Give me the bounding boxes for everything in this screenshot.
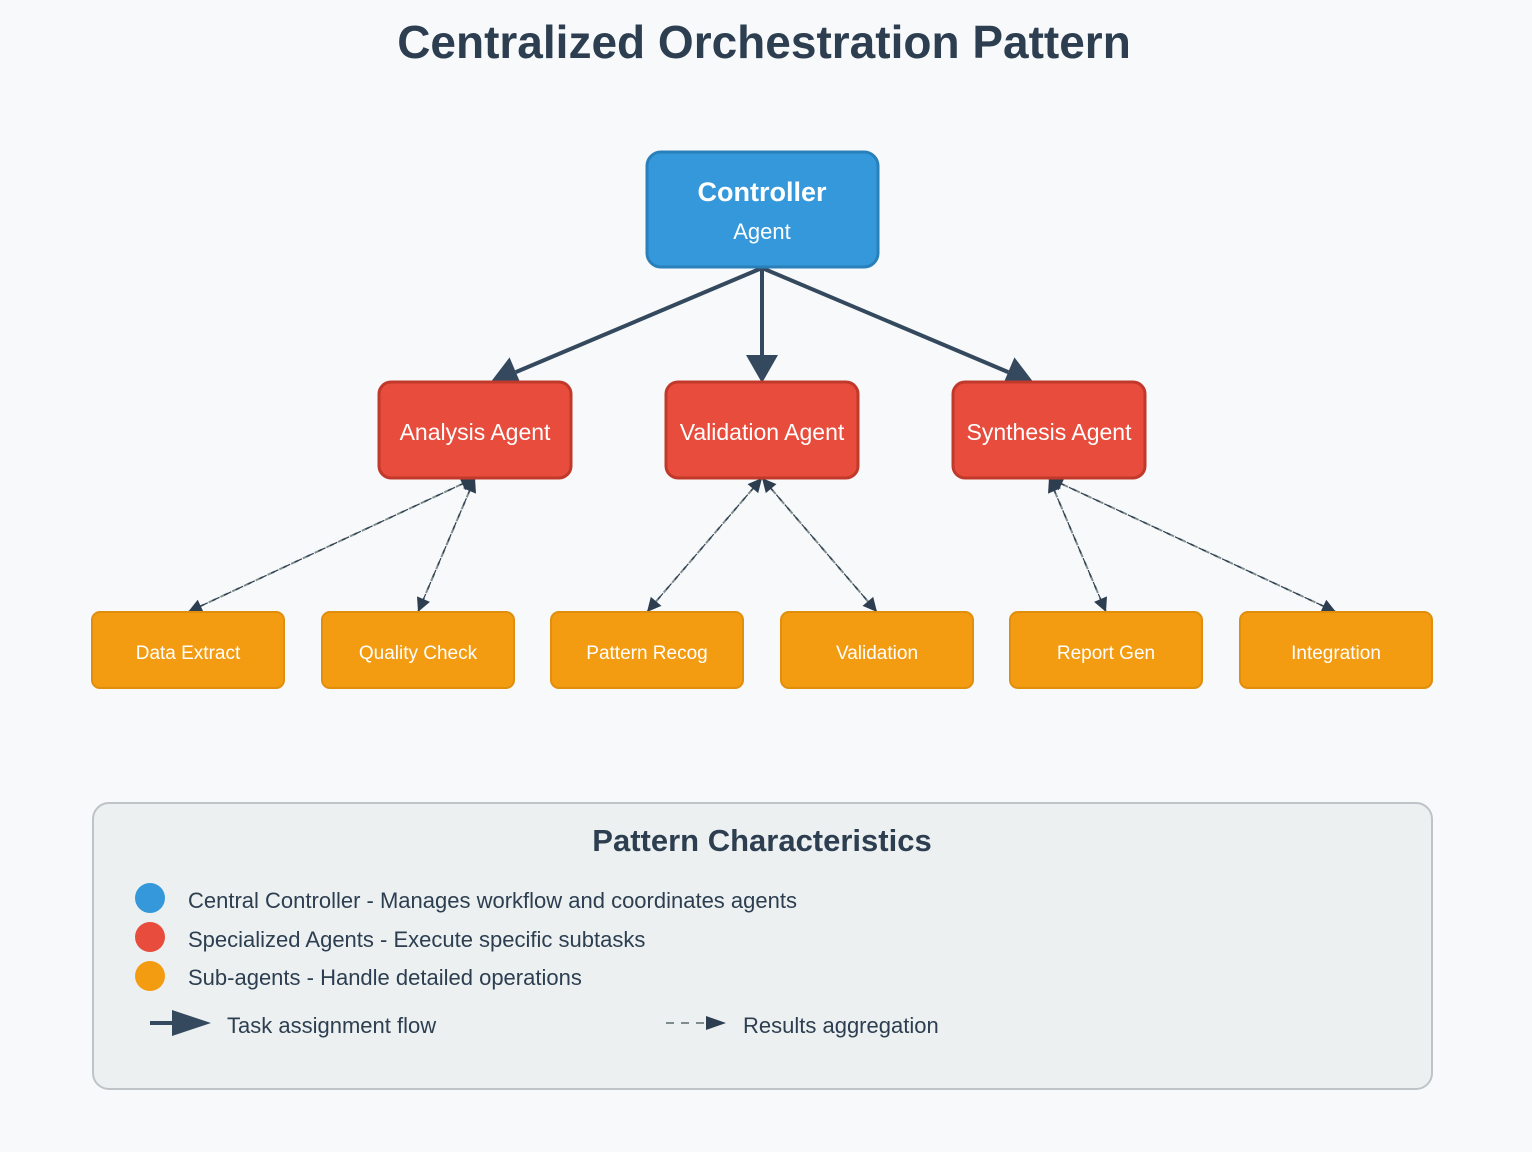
agent-box: [664, 380, 860, 480]
legend-title: Pattern Characteristics: [592, 823, 931, 858]
result-arrow-head-down: [862, 596, 877, 612]
result-arrow-line-overlay: [646, 477, 763, 613]
legend-dot-subagents: [135, 961, 165, 991]
legend-solid-arrow-label: Task assignment flow: [227, 1013, 436, 1038]
controller-subtitle: Agent: [733, 219, 791, 244]
result-arrow-head-up: [1049, 477, 1065, 491]
result-arrow-line: [1048, 477, 1107, 613]
subagent-box: [91, 611, 285, 689]
task-arrow-head: [746, 355, 778, 383]
task-arrow-head: [490, 357, 523, 387]
subagent-node-data-extract[interactable]: Data Extract: [91, 611, 285, 689]
result-arrow-head-up: [762, 478, 777, 494]
agent-label: Synthesis Agent: [967, 419, 1133, 445]
subagent-node-pattern-recog[interactable]: Pattern Recog: [550, 611, 744, 689]
result-arrow-head-down: [417, 596, 430, 612]
result-arrow-line-overlay: [1048, 477, 1107, 613]
agent-label: Validation Agent: [680, 419, 845, 445]
subagent-label: Integration: [1291, 643, 1381, 664]
legend-item-subagents: Sub-agents - Handle detailed operations: [188, 965, 582, 990]
subagent-box: [1239, 611, 1433, 689]
result-arrow-head-up: [459, 477, 475, 491]
subagent-box: [1009, 611, 1203, 689]
agent-node-validation[interactable]: Validation Agent: [664, 380, 860, 480]
result-arrow-line-overlay: [187, 477, 476, 613]
controller-node[interactable]: Controller Agent: [645, 150, 880, 269]
subagent-node-quality-check[interactable]: Quality Check: [321, 611, 515, 689]
result-arrow-line-overlay: [417, 477, 476, 613]
legend-item-agents: Specialized Agents - Execute specific su…: [188, 927, 645, 952]
subagent-box: [550, 611, 744, 689]
legend-box: [92, 802, 1433, 1090]
result-arrow-line-overlay: [1048, 477, 1337, 613]
legend-dot-controller: [135, 883, 165, 913]
legend-dashed-arrow-label: Results aggregation: [743, 1013, 939, 1038]
result-arrow-head-up: [747, 478, 762, 494]
result-arrow-head-down: [647, 596, 662, 612]
result-arrow-line-overlay: [761, 477, 878, 613]
result-arrow-line: [417, 477, 476, 613]
result-arrow-head-down: [1094, 596, 1107, 612]
subagent-label: Validation: [836, 643, 918, 664]
result-arrow-head-down: [188, 599, 204, 613]
result-arrow-head-up: [1048, 478, 1061, 494]
legend-dashed-arrow-head: [706, 1016, 726, 1030]
subagent-box: [321, 611, 515, 689]
legend-item-controller: Central Controller - Manages workflow an…: [188, 888, 797, 913]
agent-label: Analysis Agent: [400, 419, 551, 445]
agent-box: [377, 380, 573, 480]
result-arrow-head-up: [463, 478, 476, 494]
controller-box: [645, 150, 880, 269]
subagent-label: Pattern Recog: [586, 643, 707, 664]
subagent-label: Quality Check: [359, 643, 478, 664]
subagent-node-report-gen[interactable]: Report Gen: [1009, 611, 1203, 689]
task-arrow-line: [761, 266, 1009, 374]
subagent-node-integration[interactable]: Integration: [1239, 611, 1433, 689]
legend-dot-agents: [135, 922, 165, 952]
legend-panel: Pattern Characteristics Central Controll…: [92, 802, 1433, 1090]
subagent-box: [780, 611, 974, 689]
task-arrow-head: [1001, 357, 1034, 387]
agent-node-synthesis[interactable]: Synthesis Agent: [951, 380, 1147, 480]
controller-title: Controller: [697, 177, 826, 207]
subagent-node-validation[interactable]: Validation: [780, 611, 974, 689]
connector-layer: [187, 266, 1337, 613]
agent-box: [951, 380, 1147, 480]
agent-node-analysis[interactable]: Analysis Agent: [377, 380, 573, 480]
task-arrow-line: [515, 266, 763, 374]
result-arrow-head-down: [1320, 599, 1336, 613]
subagent-label: Report Gen: [1057, 643, 1155, 664]
page-title: Centralized Orchestration Pattern: [397, 16, 1131, 68]
legend-solid-arrow-head: [172, 1010, 211, 1036]
subagent-label: Data Extract: [136, 643, 241, 664]
